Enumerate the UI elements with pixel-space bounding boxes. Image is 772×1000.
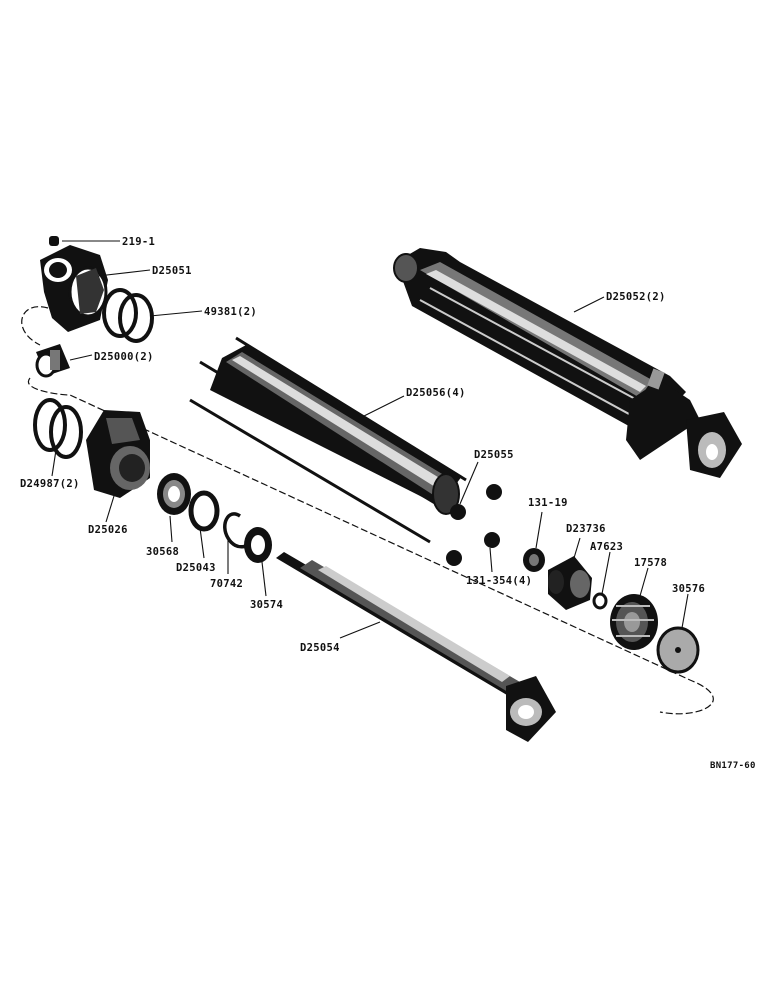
label-d25056: D25056(4) bbox=[406, 387, 466, 399]
part-d25000-bushing bbox=[35, 344, 70, 378]
label-d25054: D25054 bbox=[300, 642, 340, 654]
part-d25051-end-cap bbox=[40, 245, 108, 332]
label-30576: 30576 bbox=[672, 583, 705, 595]
part-a7623-o-ring bbox=[592, 592, 608, 610]
label-49381: 49381(2) bbox=[204, 306, 257, 318]
label-d25026: D25026 bbox=[88, 524, 128, 536]
label-30568: 30568 bbox=[146, 546, 179, 558]
part-30568-packing bbox=[157, 473, 191, 515]
part-d25056-barrel-tie-rods bbox=[189, 336, 467, 544]
part-49381-o-rings bbox=[102, 288, 154, 343]
label-131-19: 131-19 bbox=[528, 497, 568, 509]
label-30574: 30574 bbox=[250, 599, 283, 611]
part-d25054-piston-rod bbox=[276, 552, 556, 742]
label-a7623: A7623 bbox=[590, 541, 623, 553]
part-d24987-o-rings bbox=[33, 398, 83, 459]
figure-code: BN177-60 bbox=[710, 761, 756, 771]
assembly-path-line bbox=[21, 306, 714, 715]
label-d24987: D24987(2) bbox=[20, 478, 80, 490]
part-d25026-end-cap bbox=[86, 410, 150, 498]
part-30574-wiper bbox=[244, 527, 272, 563]
label-17578: 17578 bbox=[634, 557, 667, 569]
part-d23736-piston-head bbox=[548, 556, 592, 610]
part-131-19-nut bbox=[523, 548, 545, 572]
label-d25055: D25055 bbox=[474, 449, 514, 461]
label-d25000: D25000(2) bbox=[94, 351, 154, 363]
part-d25043-ring bbox=[188, 490, 220, 532]
leader-lines bbox=[51, 240, 689, 639]
label-131-354: 131-354(4) bbox=[466, 575, 532, 587]
label-d25043: D25043 bbox=[176, 562, 216, 574]
part-d25052-cylinder-assembly bbox=[393, 248, 742, 478]
label-d23736: D23736 bbox=[566, 523, 606, 535]
part-131-354-nuts bbox=[446, 484, 502, 566]
part-219-1 bbox=[49, 236, 59, 246]
label-d25051: D25051 bbox=[152, 265, 192, 277]
label-d25052: D25052(2) bbox=[606, 291, 666, 303]
part-30576-washer bbox=[656, 626, 700, 674]
label-70742: 70742 bbox=[210, 578, 243, 590]
label-219-1: 219-1 bbox=[122, 236, 155, 248]
part-d25055-piston bbox=[450, 504, 466, 520]
part-17578-packing bbox=[610, 594, 658, 650]
